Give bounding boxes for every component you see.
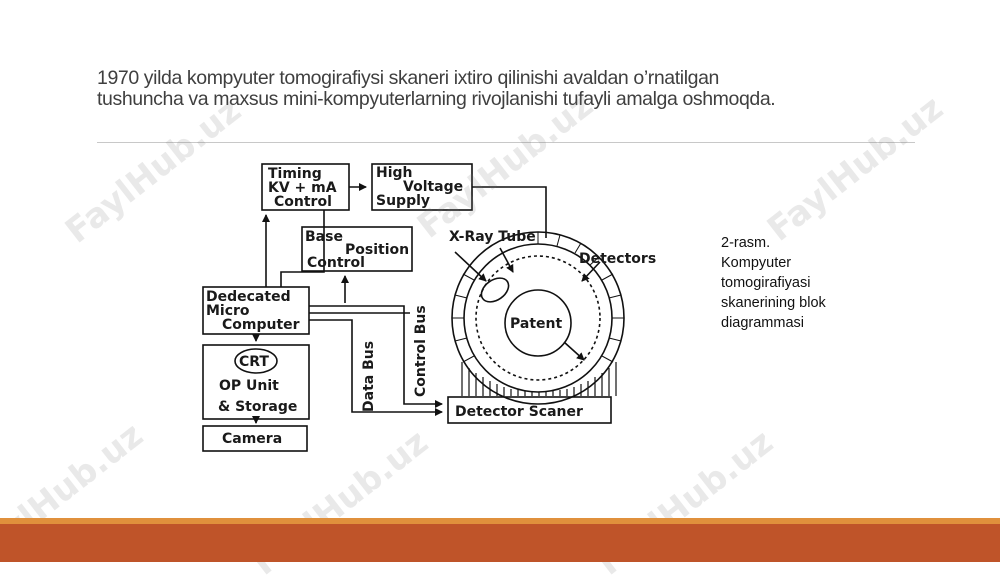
patient-circle — [504, 289, 572, 357]
base-line-3: Control — [307, 255, 365, 271]
ct-scanner-block-diagram: Timing KV + mA Control High Voltage Supp… — [202, 163, 656, 452]
crt-label: CRT — [239, 354, 269, 370]
caption-line-5: diagrammasi — [721, 315, 804, 331]
caption-line-1: 2-rasm. — [721, 235, 771, 251]
op-unit-label: OP Unit — [219, 378, 279, 394]
footer-band — [0, 524, 1000, 562]
micro-line-1: Dedecated — [206, 289, 291, 305]
slide-title: 1970 yilda kompyuter tomogirafiysi skane… — [97, 68, 917, 110]
camera-box — [202, 425, 308, 452]
base-position-control-box — [301, 226, 413, 272]
hv-line-2: Voltage — [403, 179, 463, 195]
crt-oval — [234, 348, 278, 374]
title-divider — [97, 142, 915, 143]
detector-ring-ticks — [452, 232, 624, 363]
figure-caption: 2-rasm. Kompyuter tomogirafiyasi skaneri… — [721, 233, 871, 333]
detector-scaner-box — [447, 396, 612, 424]
timing-line-3: Control — [274, 194, 332, 210]
caption-line-3: tomogirafiyasi — [721, 275, 811, 291]
base-line-2: Position — [345, 242, 409, 258]
x-ray-tube-oval — [480, 277, 510, 303]
micro-line-3: Computer — [222, 317, 300, 333]
hv-line-3: Supply — [376, 193, 430, 209]
caption-line-2: Kompyuter — [721, 255, 792, 271]
title-line-2: tushuncha va maxsus mini-kompyuterlarnin… — [97, 88, 776, 110]
detectors-label: Detectors — [579, 251, 656, 267]
hv-line-1: High — [376, 165, 413, 181]
footer-band-accent — [0, 518, 1000, 524]
gantry-inner-ring — [475, 255, 601, 381]
title-line-1: 1970 yilda kompyuter tomogirafiysi skane… — [97, 67, 719, 89]
patent-label: Patent — [510, 316, 562, 332]
detector-pins — [461, 362, 617, 396]
detector-scaner-label: Detector Scaner — [455, 404, 583, 420]
storage-label: & Storage — [218, 399, 297, 415]
caption-line-4: skanerining blok — [721, 295, 826, 311]
timing-line-2: KV + mA — [268, 180, 337, 196]
x-ray-tube-label: X-Ray Tube — [449, 229, 536, 245]
base-line-1: Base — [305, 229, 343, 245]
data-bus-label: Data Bus — [361, 341, 377, 412]
camera-label: Camera — [222, 431, 282, 447]
micro-line-2: Micro — [206, 303, 250, 319]
control-bus-label: Control Bus — [413, 305, 429, 397]
timing-line-1: Timing — [268, 166, 322, 182]
